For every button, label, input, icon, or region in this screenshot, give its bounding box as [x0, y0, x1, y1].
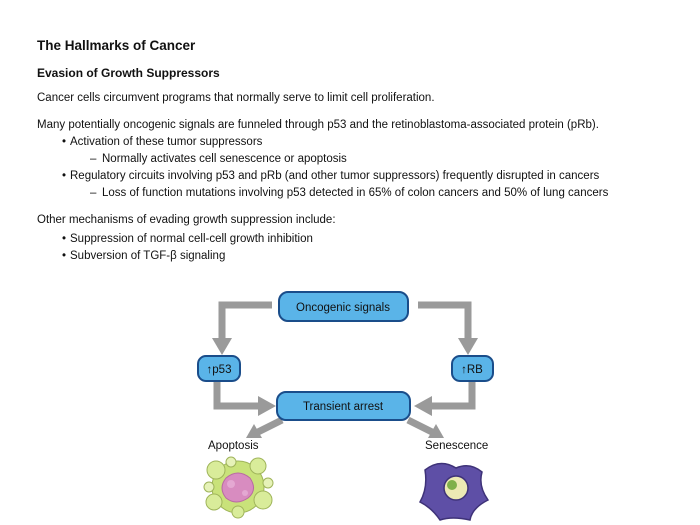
- arrowhead-icon: [212, 338, 232, 355]
- bullet-item: •Suppression of normal cell-cell growth …: [62, 233, 313, 245]
- transient-arrest-node: Transient arrest: [276, 391, 411, 421]
- arrow-p53-to-arrest: [213, 382, 262, 410]
- subbullet-item: –Loss of function mutations involving p5…: [90, 187, 608, 199]
- dash-icon: –: [90, 187, 97, 199]
- dash-icon: –: [90, 153, 97, 165]
- bullet-item: •Subversion of TGF-β signaling: [62, 250, 225, 262]
- oncogenic-signals-label: Oncogenic signals: [296, 302, 390, 314]
- arrowhead-icon: [428, 424, 444, 438]
- subbullet-text: Normally activates cell senescence or ap…: [102, 153, 347, 165]
- subbullet-item: –Normally activates cell senescence or a…: [90, 153, 347, 165]
- oncogenic-signals-node: Oncogenic signals: [278, 291, 409, 322]
- slide-title: The Hallmarks of Cancer: [37, 38, 196, 53]
- bullet-dot-icon: •: [62, 250, 67, 262]
- bullet-item: •Regulatory circuits involving p53 and p…: [62, 170, 599, 182]
- bullet-dot-icon: •: [62, 170, 67, 182]
- transient-arrest-label: Transient arrest: [303, 401, 384, 413]
- rb-label: ↑RB: [461, 364, 483, 376]
- bullet-text: Suppression of normal cell-cell growth i…: [70, 233, 313, 245]
- arrow-oncogenic-to-rb: [418, 301, 472, 342]
- bullet-text: Subversion of TGF-β signaling: [70, 250, 226, 262]
- bullet-item: •Activation of these tumor suppressors: [62, 136, 262, 148]
- slide-subtitle: Evasion of Growth Suppressors: [37, 66, 220, 80]
- paragraph-2: Many potentially oncogenic signals are f…: [37, 119, 599, 131]
- p53-label: ↑p53: [207, 364, 232, 376]
- p53-node: ↑p53: [197, 355, 241, 382]
- paragraph-1: Cancer cells circumvent programs that no…: [37, 92, 435, 104]
- bullet-text: Regulatory circuits involving p53 and pR…: [70, 170, 600, 182]
- subbullet-text: Loss of function mutations involving p53…: [102, 187, 609, 199]
- bullet-text: Activation of these tumor suppressors: [70, 136, 263, 148]
- apoptotic-cell-icon: [203, 456, 274, 519]
- arrowhead-icon: [414, 396, 432, 416]
- rb-node: ↑RB: [451, 355, 494, 382]
- apoptosis-label: Apoptosis: [208, 440, 259, 452]
- arrowhead-icon: [258, 396, 276, 416]
- arrow-arrest-to-senescence: [406, 416, 434, 436]
- arrow-arrest-to-apoptosis: [256, 416, 284, 436]
- arrowhead-icon: [246, 424, 262, 438]
- arrowhead-icon: [458, 338, 478, 355]
- senescent-cell-icon: [418, 462, 490, 521]
- senescence-label: Senescence: [425, 440, 488, 452]
- paragraph-3: Other mechanisms of evading growth suppr…: [37, 214, 336, 226]
- p53-rb-diagram: Oncogenic signals ↑p53 ↑RB Transient arr…: [197, 291, 494, 521]
- arrow-rb-to-arrest: [428, 382, 476, 410]
- arrow-oncogenic-to-p53: [218, 301, 272, 342]
- bullet-dot-icon: •: [62, 136, 67, 148]
- bullet-dot-icon: •: [62, 233, 67, 245]
